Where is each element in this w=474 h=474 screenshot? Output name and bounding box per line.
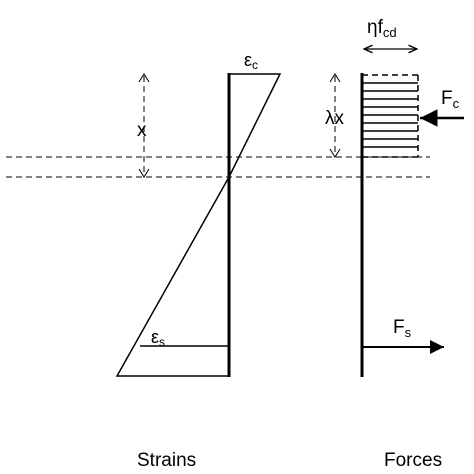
x-bottom-arrowhead-icon <box>138 168 150 178</box>
strains-caption: Strains <box>137 450 196 471</box>
forces-caption: Forces <box>384 450 442 471</box>
lambda-x-label: λx <box>325 108 345 129</box>
lambda-x-top-arrowhead-icon <box>329 73 341 83</box>
lambda-x-bottom-arrowhead-icon <box>329 148 341 158</box>
design-stress-label: ηfcd <box>367 17 397 40</box>
steel-strain-label: εs <box>151 327 165 349</box>
strain-diagram <box>115 73 282 377</box>
steel-force-label: Fs <box>393 317 412 340</box>
x-label: x <box>137 120 147 141</box>
concrete-strain-label: εc <box>244 50 258 72</box>
concrete-force-label: Fc <box>441 88 460 111</box>
x-top-arrowhead-icon <box>138 73 150 83</box>
stress-block <box>362 74 419 158</box>
